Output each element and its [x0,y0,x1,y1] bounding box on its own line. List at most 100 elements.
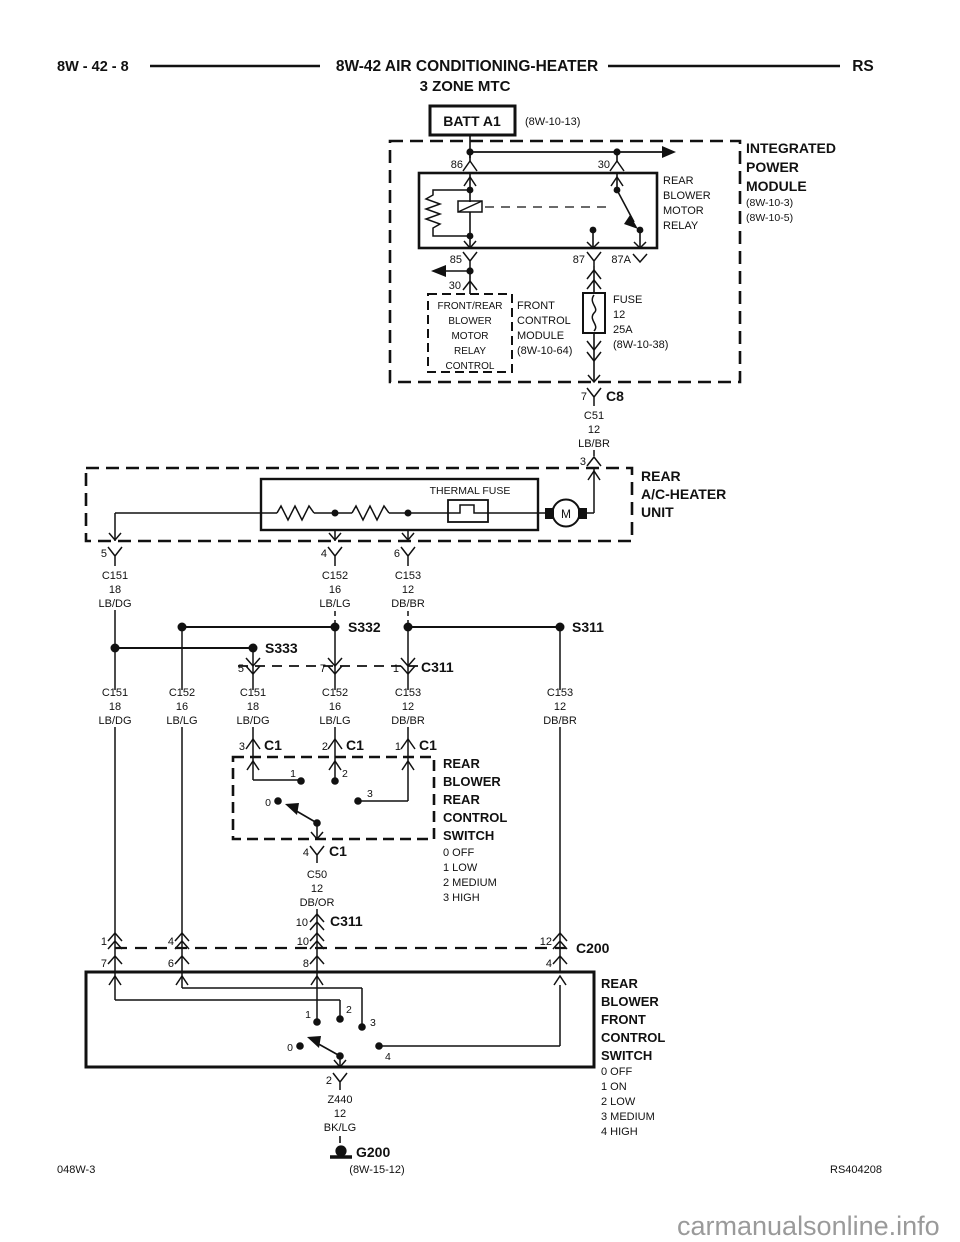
left-arrowhead-icon [431,265,446,277]
fcm-label: CONTROL [517,315,571,327]
relay-control-line: RELAY [454,346,486,357]
relay-control-line: BLOWER [448,316,491,327]
pin-fork-icon [107,546,123,566]
relay-arm [616,189,635,223]
rear-unit-name: A/C-HEATER [641,486,726,502]
inline-connector-icon [586,268,602,290]
wire-label: 18 [109,584,121,596]
inline-connector-icon [309,912,325,931]
relay-control-line: FRONT/REAR [438,301,503,312]
rear-unit-name: REAR [641,468,681,484]
rear-unit-pin-3: 3 [580,456,586,468]
battery-box [428,104,517,137]
exit-arrow-icon [328,532,342,542]
relay-pin-30b: 30 [449,280,461,292]
wire-label: C153 [395,570,421,582]
relay-control-box [427,293,513,373]
wire-labels-row2: C151 18 LB/DG C152 16 LB/LG C151 18 LB/D… [98,687,576,727]
ipm-ref: (8W-10-3) [746,197,793,209]
entry-arrow-icon [246,759,260,771]
c200-pin-8: 8 [303,958,309,970]
wire-label: 16 [176,701,188,713]
rotor-arrowhead [285,803,299,815]
fuse-element [591,294,597,332]
wire-label: C51 [584,410,604,422]
pin-4: 4 [321,548,327,560]
c200-pin-12: 12 [540,936,552,948]
c200-pin-10: 10 [297,936,309,948]
relay-control-line: CONTROL [446,361,495,372]
pin-fork-icon [309,845,325,863]
c311-pin-5: 5 [238,663,244,675]
motor-terminal [578,508,587,519]
wire-label: LB/LG [319,715,350,727]
wire-label: 12 [334,1108,346,1120]
front-switch-position: 2 LOW [601,1096,636,1108]
c1-pin-1: 1 [395,741,401,753]
inline-connector-icon [174,931,190,950]
c311-pin-7: 7 [320,663,326,675]
relay-name: RELAY [663,220,699,232]
rear-switch-contact-3: 3 [367,788,373,800]
front-rear-blower-motor-relay-control: FRONT/REAR BLOWER MOTOR RELAY CONTROL [427,293,513,373]
rear-switch-position: 2 MEDIUM [443,877,497,889]
c311-connector: 5 7 1 C311 [238,627,454,690]
rear-unit-box [84,466,634,543]
c1-pin-2: 2 [322,741,328,753]
c8-connector: 7 C8 [581,387,624,404]
front-switch-name: REAR [601,976,638,991]
fuse-ref: (8W-10-38) [613,339,668,351]
exit-arrow-icon [463,240,477,250]
footer-left-code: 048W-3 [57,1164,95,1176]
wire-label: LB/DG [98,598,131,610]
wire-label: 18 [247,701,259,713]
wire-label: LB/LG [319,598,350,610]
front-switch-out-pin: 2 [326,1075,332,1087]
pin-fork-icon [462,159,478,172]
battery-bus-wire [466,146,676,161]
ipm-name: POWER [746,159,799,175]
ground-ref: (8W-15-12) [349,1164,404,1176]
pin-fork-icon [332,1072,348,1090]
rear-switch-position: 1 LOW [443,862,478,874]
motor-terminal [545,508,554,519]
resistor-1 [276,504,315,522]
c311-name: C311 [421,659,454,675]
relay-pin-85: 85 [450,254,462,266]
fcm-label: (8W-10-64) [517,345,572,357]
pin-5: 5 [101,548,107,560]
exit-arrow-icon [333,1059,347,1069]
motor-label: M [561,507,571,521]
rear-switch-name: CONTROL [443,810,507,825]
front-switch-position: 3 MEDIUM [601,1111,655,1123]
pin-fork-icon [245,737,261,750]
relay-control-line: MOTOR [451,331,488,342]
fuse-name: FUSE [613,294,642,306]
pin-fork-icon [586,251,602,266]
exit-arrow-icon [587,374,601,384]
inline-connector-icon [400,657,416,676]
wire-label: 12 [402,701,414,713]
front-switch-position: 4 HIGH [601,1126,638,1138]
pin-fork-icon [174,954,190,965]
c8-pin: 7 [581,391,587,403]
rear-switch-name: REAR [443,756,480,771]
wire-label: LB/LG [166,715,197,727]
ipm-name: INTEGRATED [746,140,836,156]
rear-switch-position: 3 HIGH [443,892,480,904]
wire-label: C152 [169,687,195,699]
front-switch-name: SWITCH [601,1048,652,1063]
c1-name: C1 [329,843,347,859]
battery-ref: (8W-10-13) [525,116,580,128]
rear-switch-contact-1: 1 [290,768,296,780]
relay-pin-87a: 87A [611,254,631,266]
fcm-label: MODULE [517,330,564,342]
pin-fork-icon [400,737,416,750]
wire-label: 12 [554,701,566,713]
wire-label: C152 [322,687,348,699]
wire-label: LB/DG [98,715,131,727]
wire-label: DB/OR [300,897,335,909]
pin-6: 6 [394,548,400,560]
rear-switch-name: SWITCH [443,828,494,843]
relay-arm-arrowhead [624,215,638,229]
